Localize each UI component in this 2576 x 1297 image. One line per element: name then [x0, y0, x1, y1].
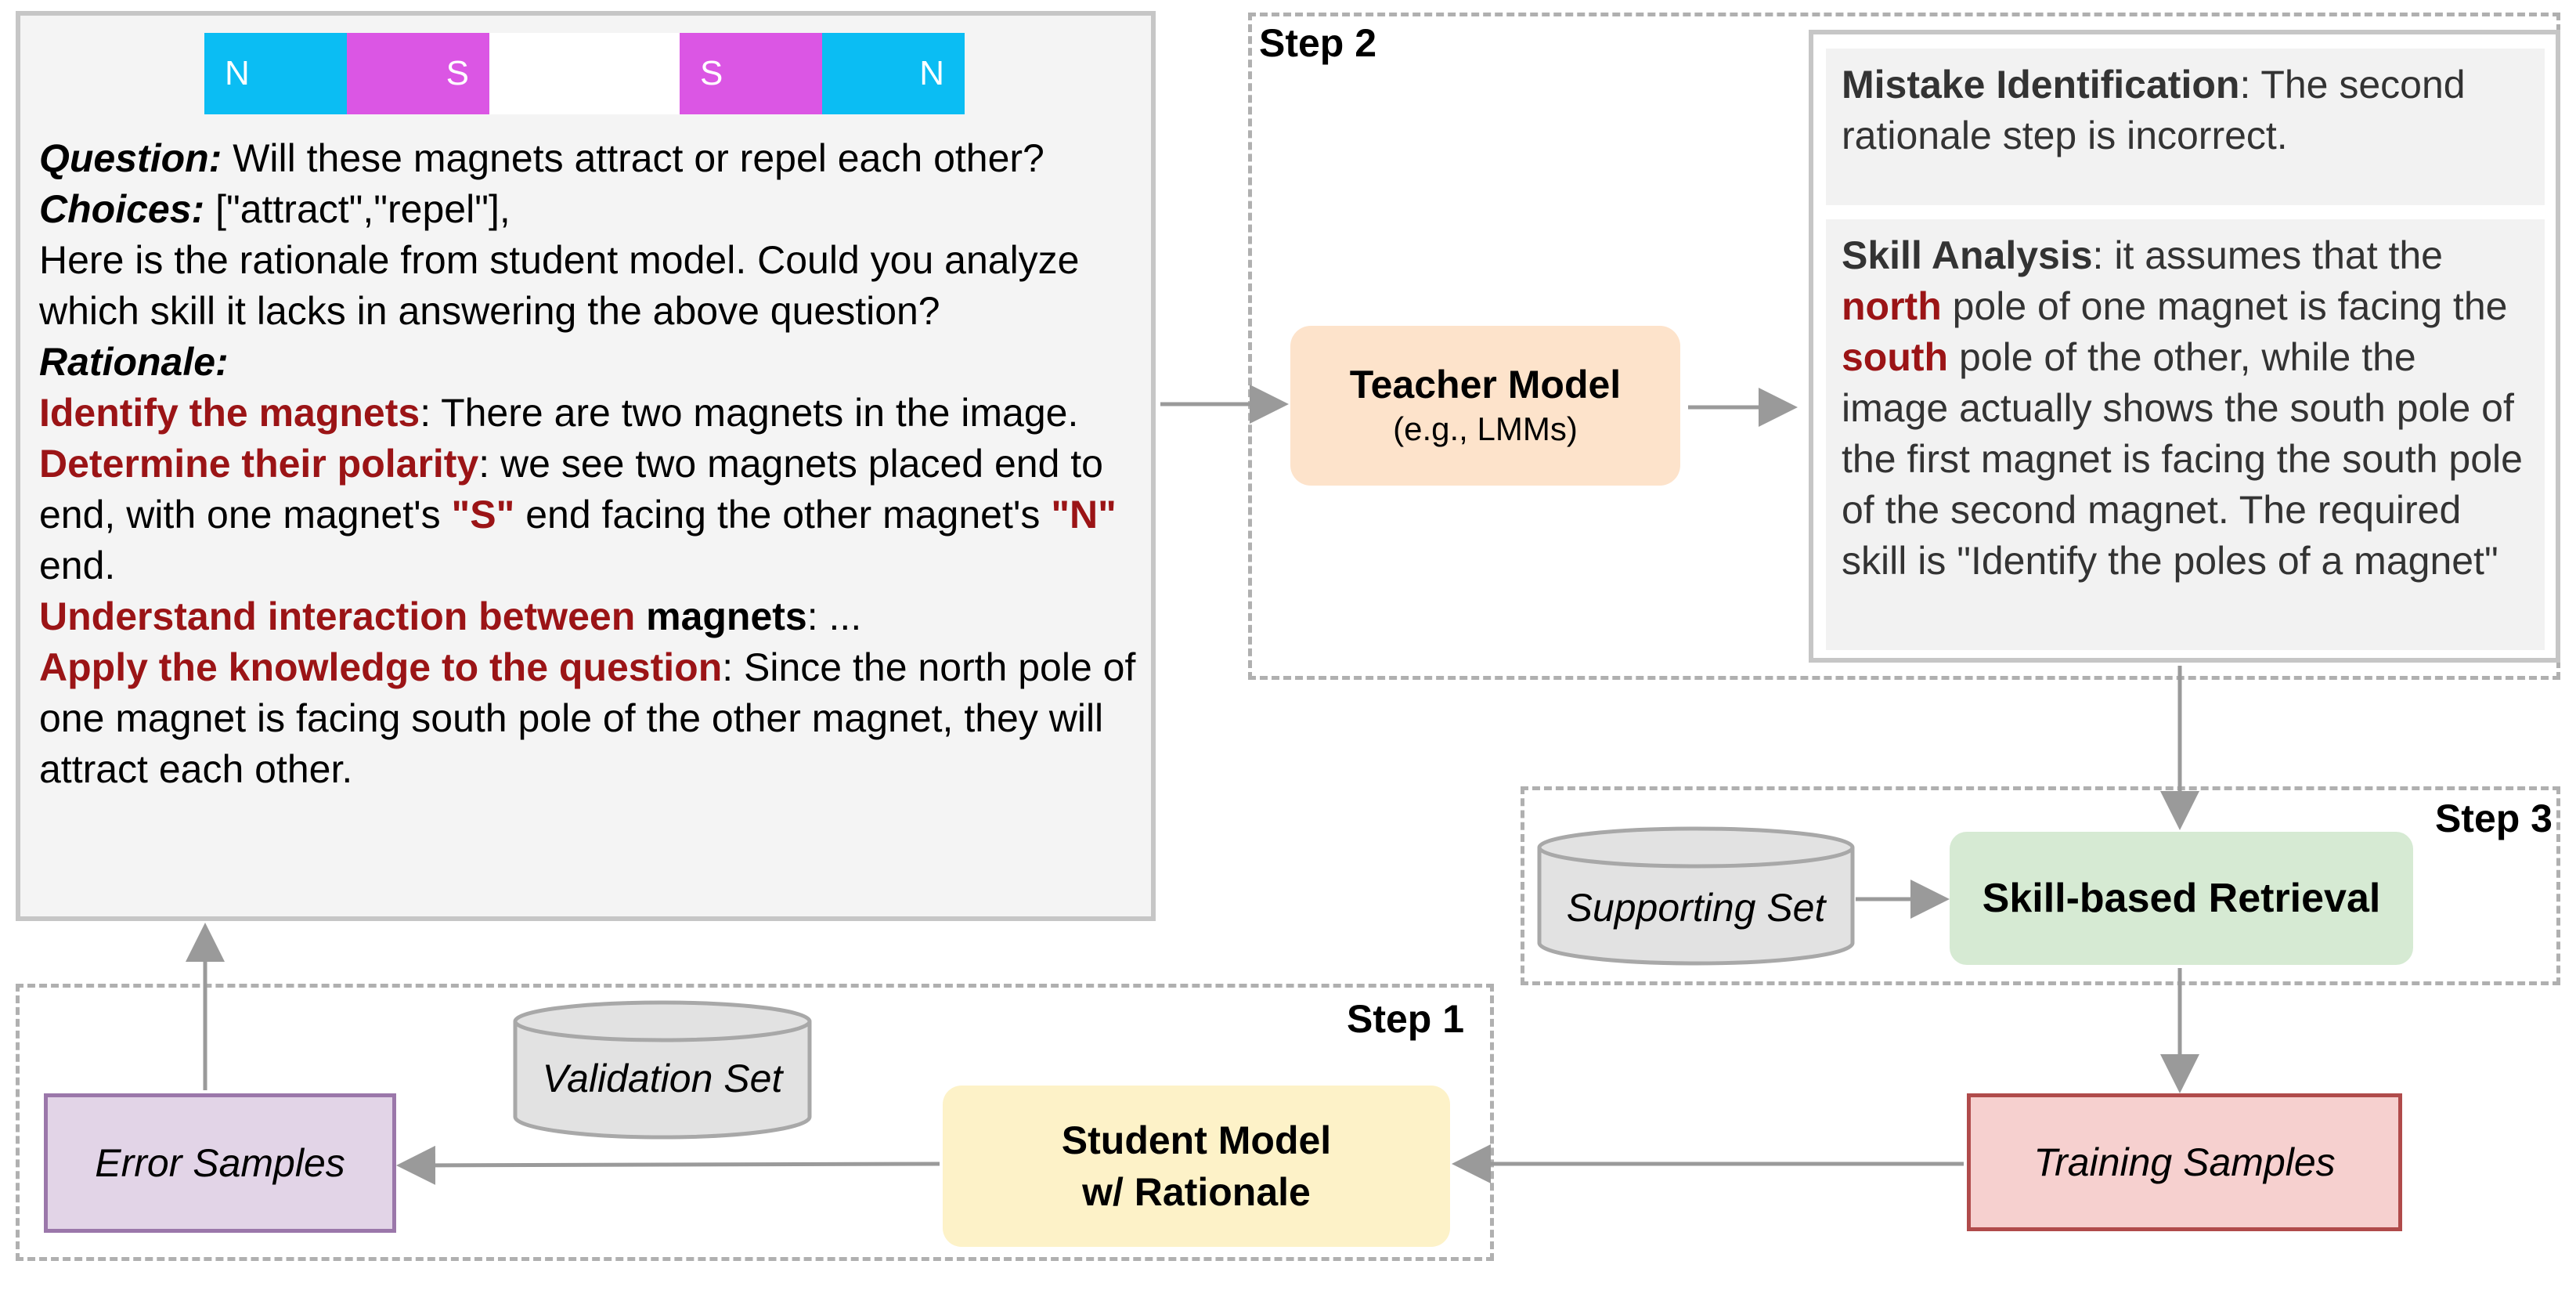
rationale-step-3-title: Understand interaction between — [39, 594, 636, 638]
step3-label: Step 3 — [2434, 797, 2553, 840]
rationale-step-1-text: : There are two magnets in the image. — [420, 391, 1079, 435]
magnet-pole-3: S — [680, 33, 822, 114]
validation-set-cylinder-shape — [513, 1000, 812, 1140]
skill-analysis-lead: Skill Analysis — [1842, 233, 2093, 277]
choices-body: ["attract","repel"], — [204, 187, 511, 231]
teacher-model-title: Teacher Model — [1349, 363, 1622, 406]
mistake-identification-text: : The second rationale step is incorrect… — [1842, 63, 2466, 157]
magnet-pole-2: S — [347, 33, 489, 114]
student-model-box: Student Model w/ Rationale — [943, 1086, 1450, 1247]
rationale-step-1-title: Identify the magnets — [39, 391, 420, 435]
rationale-step-2-text-c: end. — [39, 544, 116, 587]
rationale-step-4: Apply the knowledge to the question: Sin… — [39, 642, 1143, 795]
student-model-line2: w/ Rationale — [1082, 1170, 1311, 1214]
student-model-line1: Student Model — [1061, 1118, 1332, 1162]
supporting-set-cylinder: Supporting Set — [1536, 826, 1856, 966]
teacher-model-box: Teacher Model (e.g., LMMs) — [1290, 326, 1680, 486]
error-samples-label: Error Samples — [95, 1141, 345, 1185]
rationale-step-2-highlight-b: "N" — [1051, 493, 1117, 537]
step1-label: Step 1 — [1347, 997, 1465, 1041]
prompt-line: Here is the rationale from student model… — [39, 238, 1080, 333]
training-samples-box: Training Samples — [1967, 1093, 2402, 1231]
error-samples-box: Error Samples — [44, 1093, 396, 1233]
magnet-pole-4: N — [822, 33, 965, 114]
validation-set-label: Validation Set — [542, 1057, 783, 1100]
training-samples-label: Training Samples — [2033, 1140, 2336, 1184]
magnets-illustration: N S S N — [204, 33, 968, 114]
question-body: Will these magnets attract or repel each… — [222, 136, 1044, 180]
magnet-pole-1: N — [204, 33, 347, 114]
question-text: Question: Will these magnets attract or … — [39, 133, 1143, 795]
arrow-student-to-errors — [396, 1145, 940, 1185]
rationale-step-4-title: Apply the knowledge to the question — [39, 645, 723, 689]
rationale-label: Rationale: — [39, 337, 1143, 388]
teacher-model-subtitle: (e.g., LMMs) — [1393, 410, 1578, 447]
step1-region — [16, 984, 1494, 1261]
rationale-step-1: Identify the magnets: There are two magn… — [39, 388, 1143, 439]
rationale-step-2-text-a: : we see two magnets placed end to end, … — [39, 442, 1103, 537]
rationale-step-2-text-b: end facing the other magnet's — [514, 493, 1052, 537]
supporting-set-cylinder-shape — [1537, 826, 1855, 966]
question-line: Question: Will these magnets attract or … — [39, 133, 1143, 184]
supporting-set-label: Supporting Set — [1566, 886, 1826, 930]
magnet-gap — [489, 33, 680, 114]
validation-set-cylinder: Validation Set — [512, 999, 813, 1140]
choices-line: Choices: ["attract","repel"], — [39, 184, 1143, 235]
skill-analysis-highlight-north: north — [1842, 284, 1942, 328]
rationale-step-2: Determine their polarity: we see two mag… — [39, 439, 1143, 591]
mistake-identification: Mistake Identification: The second ratio… — [1826, 49, 2545, 205]
question-panel: N S S N Question: Will these magnets att… — [16, 11, 1156, 921]
skill-analysis-panel: Mistake Identification: The second ratio… — [1809, 30, 2560, 663]
rationale-step-3-text: : ... — [806, 594, 862, 638]
rationale-step-3-bold-tail: magnets — [635, 594, 807, 638]
skill-analysis-highlight-south: south — [1842, 335, 1949, 379]
question-label: Question: — [39, 136, 222, 180]
step2-label: Step 2 — [1259, 21, 1377, 65]
mistake-identification-lead: Mistake Identification — [1842, 63, 2240, 107]
rationale-label-text: Rationale: — [39, 340, 229, 384]
skill-based-retrieval-box: Skill-based Retrieval — [1950, 832, 2413, 965]
skill-analysis-text-b: pole of one magnet is facing the — [1941, 284, 2508, 328]
skill-analysis-text-a: : it assumes that the — [2092, 233, 2443, 277]
skill-based-retrieval-label: Skill-based Retrieval — [1982, 876, 2381, 921]
rationale-step-4-text: : Since the north pole of one magnet is … — [39, 645, 1136, 791]
rationale-step-2-title: Determine their polarity — [39, 442, 479, 486]
skill-analysis-text-c: pole of the other, while the image actua… — [1842, 335, 2523, 583]
rationale-step-2-highlight-a: "S" — [451, 493, 515, 537]
choices-label: Choices: — [39, 187, 205, 231]
rationale-step-3: Understand interaction between magnets: … — [39, 591, 1143, 642]
step3-region — [1521, 786, 2560, 985]
skill-analysis: Skill Analysis: it assumes that the nort… — [1826, 219, 2545, 650]
